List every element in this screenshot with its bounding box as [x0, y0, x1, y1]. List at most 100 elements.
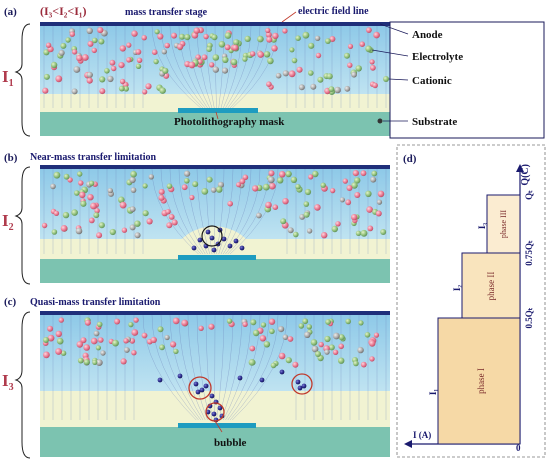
- cation-sphere: [179, 33, 185, 40]
- cation-sphere: [107, 187, 114, 194]
- cation-sphere: [184, 178, 190, 184]
- photolithography-mask-b: [178, 255, 256, 260]
- cation-sphere: [189, 194, 195, 201]
- photolithography-mask-c: [178, 423, 256, 428]
- cation-sphere: [291, 57, 298, 64]
- field-line: [218, 168, 234, 255]
- cation-sphere: [290, 176, 298, 183]
- cation-sphere: [77, 357, 84, 364]
- legend: Anode Electrolyte Cationic Substrate: [371, 21, 545, 139]
- cation-sphere: [360, 229, 368, 237]
- cation-sphere: [99, 76, 106, 83]
- cation-sphere: [351, 71, 357, 78]
- current-order-condition: (I₃<I₂<I₁): [40, 4, 86, 18]
- phase-2-label: phase II: [486, 272, 496, 301]
- current-label-i1: I1: [2, 67, 14, 89]
- cation-sphere: [267, 176, 275, 184]
- cation-sphere: [266, 36, 273, 43]
- cation-sphere: [346, 185, 353, 191]
- electrolyte-pointer: [371, 49, 409, 57]
- cation-sphere: [244, 35, 251, 43]
- cation-sphere: [324, 335, 331, 343]
- cation-sphere: [364, 332, 371, 338]
- cation-sphere: [142, 89, 148, 95]
- field-line: [223, 25, 243, 109]
- deposited-ion: [211, 411, 217, 417]
- cation-sphere: [338, 357, 345, 364]
- cation-sphere: [355, 65, 362, 72]
- cation-sphere: [131, 30, 138, 37]
- i-axis-arrow: [404, 440, 412, 448]
- cation-sphere: [368, 340, 376, 347]
- cation-sphere: [65, 37, 71, 43]
- cation-sphere: [134, 232, 141, 239]
- cation-sphere: [148, 174, 154, 180]
- cation-sphere: [288, 70, 296, 78]
- cation-sphere: [50, 61, 58, 69]
- deposited-ion: [205, 409, 211, 415]
- cation-sphere: [118, 85, 125, 92]
- cation-sphere: [135, 49, 142, 55]
- substrate-marker: [377, 118, 383, 124]
- cation-sphere: [249, 345, 256, 352]
- cation-sphere: [79, 191, 86, 199]
- cation-sphere: [76, 54, 83, 62]
- cation-sphere: [212, 54, 220, 61]
- cation-sphere: [265, 201, 272, 209]
- cation-sphere: [78, 180, 84, 186]
- cation-sphere: [239, 178, 246, 185]
- field-line: [169, 168, 204, 255]
- cation-sphere: [172, 317, 180, 325]
- cation-sphere: [142, 210, 149, 217]
- cation-sphere: [158, 188, 165, 195]
- cation-sphere: [150, 336, 157, 344]
- field-line: [151, 314, 199, 421]
- cation-sphere: [80, 200, 87, 207]
- cation-sphere: [310, 83, 317, 90]
- cation-sphere: [370, 64, 376, 71]
- deposited-ion: [295, 379, 301, 385]
- cation-sphere: [173, 348, 179, 355]
- cation-sphere: [367, 225, 374, 232]
- cation-sphere: [298, 84, 305, 91]
- cation-sphere: [210, 187, 217, 193]
- cation-sphere: [181, 184, 188, 191]
- cation-sphere: [86, 71, 93, 78]
- cation-sphere: [43, 351, 50, 359]
- panel-c-title: Quasi-mass transfer limitation: [30, 297, 161, 308]
- highlight-ring-c-right: [291, 373, 313, 395]
- cation-sphere: [370, 176, 377, 183]
- cation-sphere: [311, 345, 319, 353]
- cation-sphere: [285, 170, 292, 178]
- cation-sphere: [177, 43, 184, 50]
- deposited-ion: [259, 377, 265, 383]
- field-line: [178, 314, 206, 421]
- cation-sphere: [328, 86, 335, 92]
- cation-sphere: [354, 177, 361, 184]
- legend-cationic: Cationic: [412, 75, 452, 87]
- cation-sphere: [242, 321, 248, 327]
- cation-sphere: [86, 27, 93, 34]
- cation-sphere: [159, 344, 165, 351]
- cation-sphere: [280, 218, 287, 225]
- cation-sphere: [266, 81, 272, 87]
- cation-sphere: [154, 29, 160, 35]
- cation-sphere: [358, 320, 364, 326]
- deposited-ion: [279, 369, 285, 375]
- cation-sphere: [81, 54, 89, 61]
- cation-sphere: [60, 42, 67, 49]
- i-axis-label: I (A): [413, 430, 431, 440]
- cation-sphere: [365, 45, 372, 53]
- cation-sphere: [265, 27, 271, 34]
- cation-sphere: [333, 332, 340, 340]
- cation-sphere: [209, 62, 215, 68]
- cation-sphere: [184, 34, 191, 41]
- cation-sphere: [314, 204, 321, 211]
- cation-sphere: [60, 225, 68, 232]
- cation-sphere: [47, 325, 54, 332]
- substrate-a: [40, 112, 390, 136]
- cation-sphere: [293, 231, 299, 238]
- cation-sphere: [74, 190, 80, 196]
